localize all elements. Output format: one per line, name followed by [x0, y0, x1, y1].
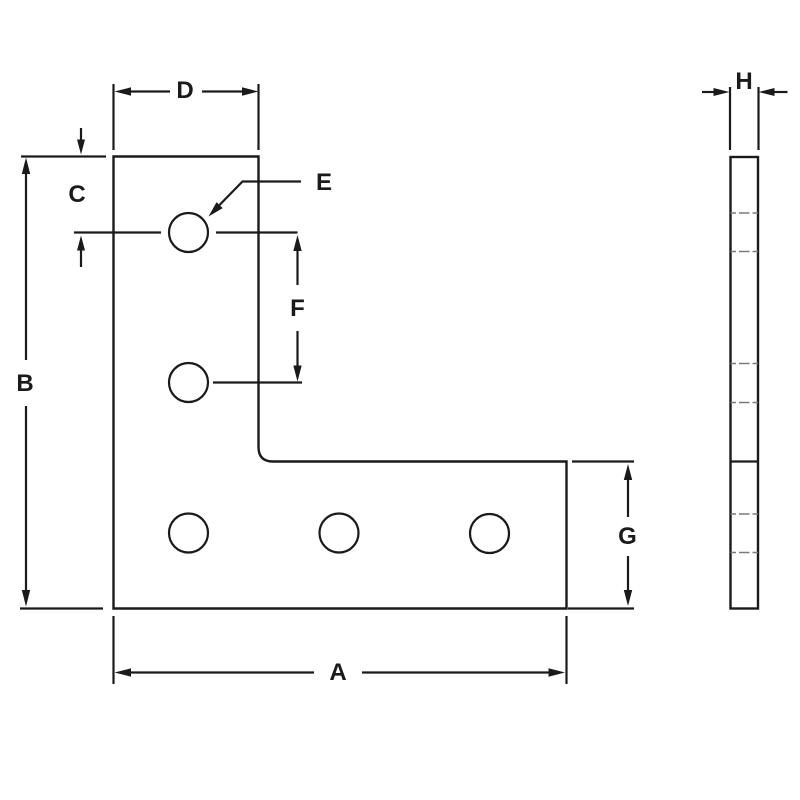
dim-c-arrow-bottom — [77, 235, 85, 251]
dim-f-arrow-bottom — [293, 365, 302, 382]
dim-d-arrow-left — [114, 87, 131, 96]
hole-bottom-middle — [318, 512, 360, 554]
dim-a-label: A — [329, 659, 346, 686]
hole-callout-arrow — [208, 202, 223, 217]
dim-d-arrow-right — [242, 87, 259, 96]
dim-g-label: G — [618, 523, 637, 550]
dim-h-label: H — [735, 68, 752, 95]
labels-layer: A B C D E F G H — [16, 68, 752, 686]
hole-vertical-top — [167, 211, 210, 254]
hole-vertical-middle — [167, 361, 210, 404]
dim-h-arrow-right — [758, 88, 775, 96]
dim-g-arrow-top — [623, 464, 633, 480]
dim-f-label: F — [290, 295, 305, 322]
dim-e-label: E — [316, 169, 332, 196]
dim-h-arrow-left — [713, 88, 730, 96]
dim-g-arrow-bottom — [623, 590, 633, 606]
dim-d-label: D — [176, 77, 193, 104]
side-view-outline — [729, 155, 760, 610]
dim-a-arrow-right — [548, 668, 565, 677]
dim-c-arrow-top — [77, 139, 85, 155]
dim-c-label: C — [68, 181, 85, 208]
dim-a-arrow-left — [114, 668, 131, 677]
hole-bottom-right — [468, 512, 511, 555]
side-view-hidden-lines — [730, 212, 758, 554]
solid-linework — [20, 84, 788, 684]
dim-b-arrow-top — [21, 157, 31, 174]
front-view-outline — [112, 155, 568, 610]
hole-callout-leader — [218, 180, 301, 206]
hole-bottom-left — [167, 512, 210, 554]
dim-b-arrow-bottom — [21, 590, 31, 607]
arrowheads — [21, 87, 775, 677]
dim-f-arrow-top — [293, 235, 302, 251]
dim-b-label: B — [16, 370, 33, 397]
